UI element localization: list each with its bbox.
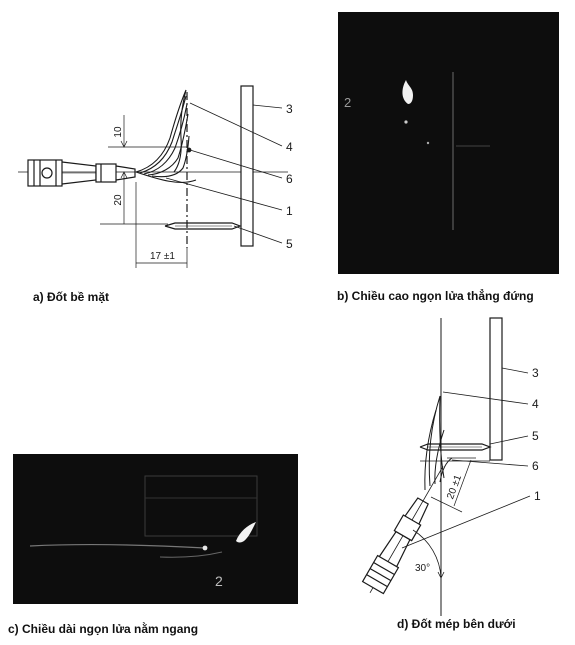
burner-a	[27, 159, 136, 187]
dim-a-bottom: 20	[113, 194, 124, 206]
callout-a-1: 1	[286, 204, 293, 218]
panel-c-photo: 2	[13, 454, 298, 604]
holder-frame-d	[489, 317, 503, 461]
callout-a-3: 3	[286, 102, 293, 116]
callout-d-1: 1	[534, 489, 541, 503]
dim-a-top: 10	[113, 126, 124, 138]
caption-d: d) Đốt mép bên dưới	[397, 617, 516, 631]
burner-d	[361, 466, 444, 595]
flame-b	[402, 80, 413, 104]
panel-d-diagram	[361, 317, 531, 616]
label-c-2: 2	[215, 573, 223, 589]
dim-a-horizontal: 17 ±1	[150, 251, 175, 262]
callout-a-5: 5	[286, 237, 293, 251]
panel-a-labels: 3 4 6 1 5 10 20 17 ±1	[113, 102, 293, 262]
flame-c	[236, 522, 256, 543]
callout-d-4: 4	[532, 397, 539, 411]
callout-d-6: 6	[532, 459, 539, 473]
caption-b: b) Chiều cao ngọn lửa thẳng đứng	[337, 289, 534, 303]
flame-d	[424, 395, 453, 491]
panel-b-photo: 2	[338, 12, 559, 274]
holder-frame-a	[240, 85, 254, 247]
callout-d-3: 3	[532, 366, 539, 380]
caption-c: c) Chiều dài ngọn lửa nằm ngang	[8, 622, 199, 636]
dim-d-angle: 30°	[415, 563, 430, 574]
caption-a: a) Đốt bề mặt	[33, 290, 110, 304]
panel-a-diagram	[18, 85, 288, 268]
flame-a	[135, 89, 197, 183]
callout-a-4: 4	[286, 140, 293, 154]
callout-d-5: 5	[532, 429, 539, 443]
label-b-2: 2	[344, 95, 351, 110]
callout-a-6: 6	[286, 172, 293, 186]
gauge-a	[164, 222, 242, 230]
